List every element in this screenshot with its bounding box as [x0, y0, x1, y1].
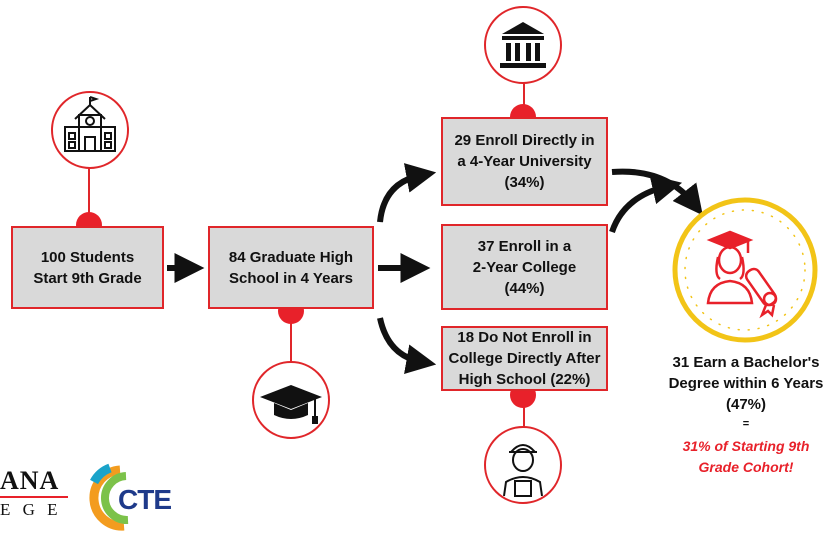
- cohort-note-line-1: 31% of Starting 9th: [682, 438, 810, 454]
- school-building-icon: [64, 96, 116, 152]
- school-icon-circle: [51, 91, 129, 169]
- graduate-box: 84 Graduate High School in 4 Years: [208, 226, 374, 309]
- partial-logo-line-1: ANA: [0, 466, 60, 495]
- graduation-cap-icon: [260, 385, 322, 424]
- college-box: 37 Enroll in a 2-Year College (44%): [441, 224, 608, 310]
- university-connector-line: [523, 80, 525, 118]
- arrow-graduate-to-university: [377, 163, 437, 223]
- cap-icon-circle: [252, 361, 330, 439]
- cohort-note: 31% of Starting 9th Grade Cohort!: [662, 436, 830, 478]
- arrow-college-to-outcome: [609, 174, 683, 234]
- outcome-line-2: Degree within 6 Years: [668, 375, 824, 392]
- worker-connector-line: [523, 390, 525, 428]
- cap-connector-line: [290, 312, 292, 364]
- arrow-graduate-to-no-enroll: [377, 317, 437, 375]
- school-connector-line: [88, 165, 90, 225]
- start-box-label: 100 Students Start 9th Grade: [33, 248, 142, 287]
- university-columns-icon: [500, 22, 546, 68]
- partial-logo-rule: [0, 496, 68, 498]
- outcome-equals: =: [742, 418, 750, 430]
- start-box: 100 Students Start 9th Grade: [11, 226, 164, 309]
- cte-logo-text: CTE: [118, 484, 172, 515]
- outcome-line-1: 31 Earn a Bachelor's: [672, 354, 820, 371]
- partial-logo-line-2: E G E: [0, 500, 62, 519]
- no-enroll-box-label: 18 Do Not Enroll in College Directly Aft…: [448, 329, 601, 388]
- graduate-diploma-icon: [672, 197, 818, 343]
- outcome-text: 31 Earn a Bachelor's Degree within 6 Yea…: [660, 352, 832, 433]
- worker-icon: [503, 444, 543, 497]
- no-enroll-box: 18 Do Not Enroll in College Directly Aft…: [441, 326, 608, 391]
- university-box-label: 29 Enroll Directly in a 4-Year Universit…: [454, 132, 595, 191]
- cohort-note-line-2: Grade Cohort!: [698, 459, 794, 475]
- university-icon-circle: [484, 6, 562, 84]
- worker-icon-circle: [484, 426, 562, 504]
- university-box: 29 Enroll Directly in a 4-Year Universit…: [441, 117, 608, 206]
- graduate-box-label: 84 Graduate High School in 4 Years: [228, 248, 354, 287]
- college-box-label: 37 Enroll in a 2-Year College (44%): [472, 237, 577, 297]
- cte-logo-mark: [89, 463, 129, 531]
- outcome-line-3: (47%): [725, 396, 766, 413]
